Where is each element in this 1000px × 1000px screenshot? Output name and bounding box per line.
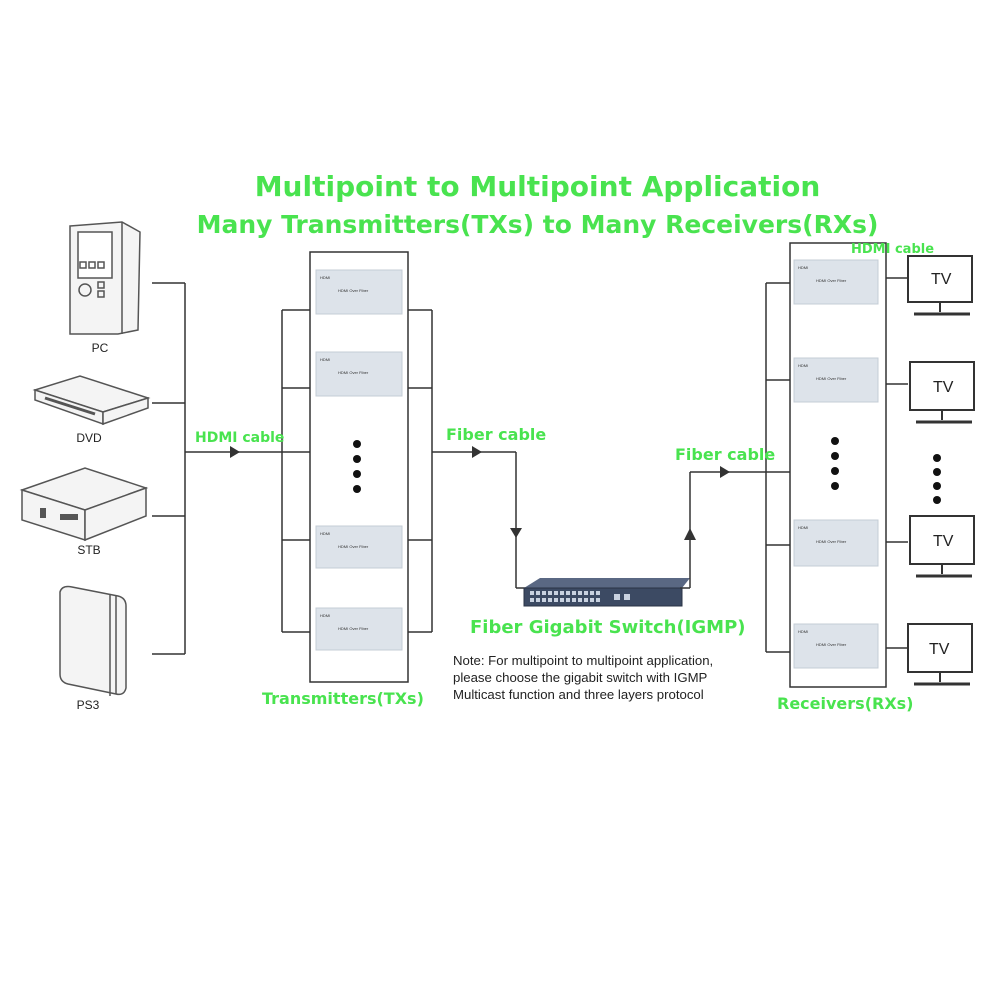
pc-icon	[69, 221, 141, 335]
source-label-pc: PC	[91, 341, 109, 355]
device-tag: HDMI	[320, 613, 330, 618]
note-line-1: Note: For multipoint to multipoint appli…	[453, 653, 714, 668]
source-label-ps3: PS3	[76, 698, 100, 712]
device-tag: HDMI	[798, 525, 808, 530]
diagram-subtitle: Many Transmitters(TXs) to Many Receivers…	[196, 210, 879, 239]
device-tag: HDMI	[320, 275, 330, 280]
tv-label: TV	[933, 379, 954, 396]
diagram-title: Multipoint to Multipoint Application	[254, 170, 821, 203]
rx-ellipsis-dots	[831, 437, 839, 490]
fiber-cable-label-right: Fiber cable	[675, 445, 776, 464]
device-name: HDMI Over Fiber	[338, 626, 369, 631]
rx-device-2: HDMI HDMI Over Fiber	[793, 357, 879, 403]
gigabit-switch-icon	[523, 578, 690, 607]
fiber-bus-rx	[680, 282, 790, 653]
source-label-stb: STB	[77, 543, 101, 557]
tv-ellipsis-dots	[933, 454, 941, 504]
arrow-fiber-down	[510, 528, 522, 538]
device-name: HDMI Over Fiber	[338, 370, 369, 375]
arrow-fiber-rx	[720, 466, 730, 478]
device-tag: HDMI	[320, 357, 330, 362]
tv-label: TV	[933, 533, 954, 550]
note-line-2: please choose the gigabit switch with IG…	[453, 670, 708, 685]
rx-device-3: HDMI HDMI Over Fiber	[793, 519, 879, 567]
tv-icon-1: TV	[907, 255, 973, 316]
tx-device-1: HDMI HDMI Over Fiber	[315, 269, 403, 315]
device-tag: HDMI	[320, 531, 330, 536]
note-line-3: Multicast function and three layers prot…	[453, 687, 704, 702]
arrow-fiber-up	[684, 528, 696, 540]
note-text: Note: For multipoint to multipoint appli…	[453, 652, 773, 703]
ps3-icon	[59, 585, 127, 696]
device-name: HDMI Over Fiber	[816, 376, 847, 381]
tv-icon-4: TV	[907, 623, 973, 686]
device-name: HDMI Over Fiber	[816, 278, 847, 283]
rx-device-4: HDMI HDMI Over Fiber	[793, 623, 879, 669]
tv-label: TV	[931, 271, 952, 288]
hdmi-cable-label-left: HDMI cable	[195, 430, 285, 446]
tx-ellipsis-dots	[353, 440, 361, 493]
source-label-dvd: DVD	[76, 431, 102, 445]
tx-device-2: HDMI HDMI Over Fiber	[315, 351, 403, 397]
tx-device-4: HDMI HDMI Over Fiber	[315, 607, 403, 651]
device-name: HDMI Over Fiber	[338, 544, 369, 549]
dvd-icon	[32, 375, 151, 426]
device-tag: HDMI	[798, 363, 808, 368]
tv-icon-2: TV	[909, 361, 975, 424]
hdmi-bus-left	[152, 282, 310, 655]
device-name: HDMI Over Fiber	[338, 288, 369, 293]
receiver-rack	[789, 242, 887, 688]
fiber-bus-tx	[408, 309, 528, 633]
transmitters-label: Transmitters(TXs)	[262, 689, 424, 708]
arrow-fiber-tx	[472, 446, 482, 458]
switch-label: Fiber Gigabit Switch(IGMP)	[470, 617, 746, 638]
tv-label: TV	[929, 641, 950, 658]
arrow-hdmi-left	[230, 446, 240, 458]
tx-device-3: HDMI HDMI Over Fiber	[315, 525, 403, 569]
hdmi-lines-tv	[886, 277, 908, 649]
rx-device-1: HDMI HDMI Over Fiber	[793, 259, 879, 305]
device-name: HDMI Over Fiber	[816, 642, 847, 647]
device-tag: HDMI	[798, 629, 808, 634]
device-name: HDMI Over Fiber	[816, 539, 847, 544]
receivers-label: Receivers(RXs)	[777, 694, 914, 713]
fiber-cable-label-left: Fiber cable	[446, 425, 547, 444]
device-tag: HDMI	[798, 265, 808, 270]
stb-icon	[19, 467, 149, 542]
tv-icon-3: TV	[909, 515, 975, 578]
hdmi-cable-label-right: HDMI cable	[851, 242, 935, 257]
